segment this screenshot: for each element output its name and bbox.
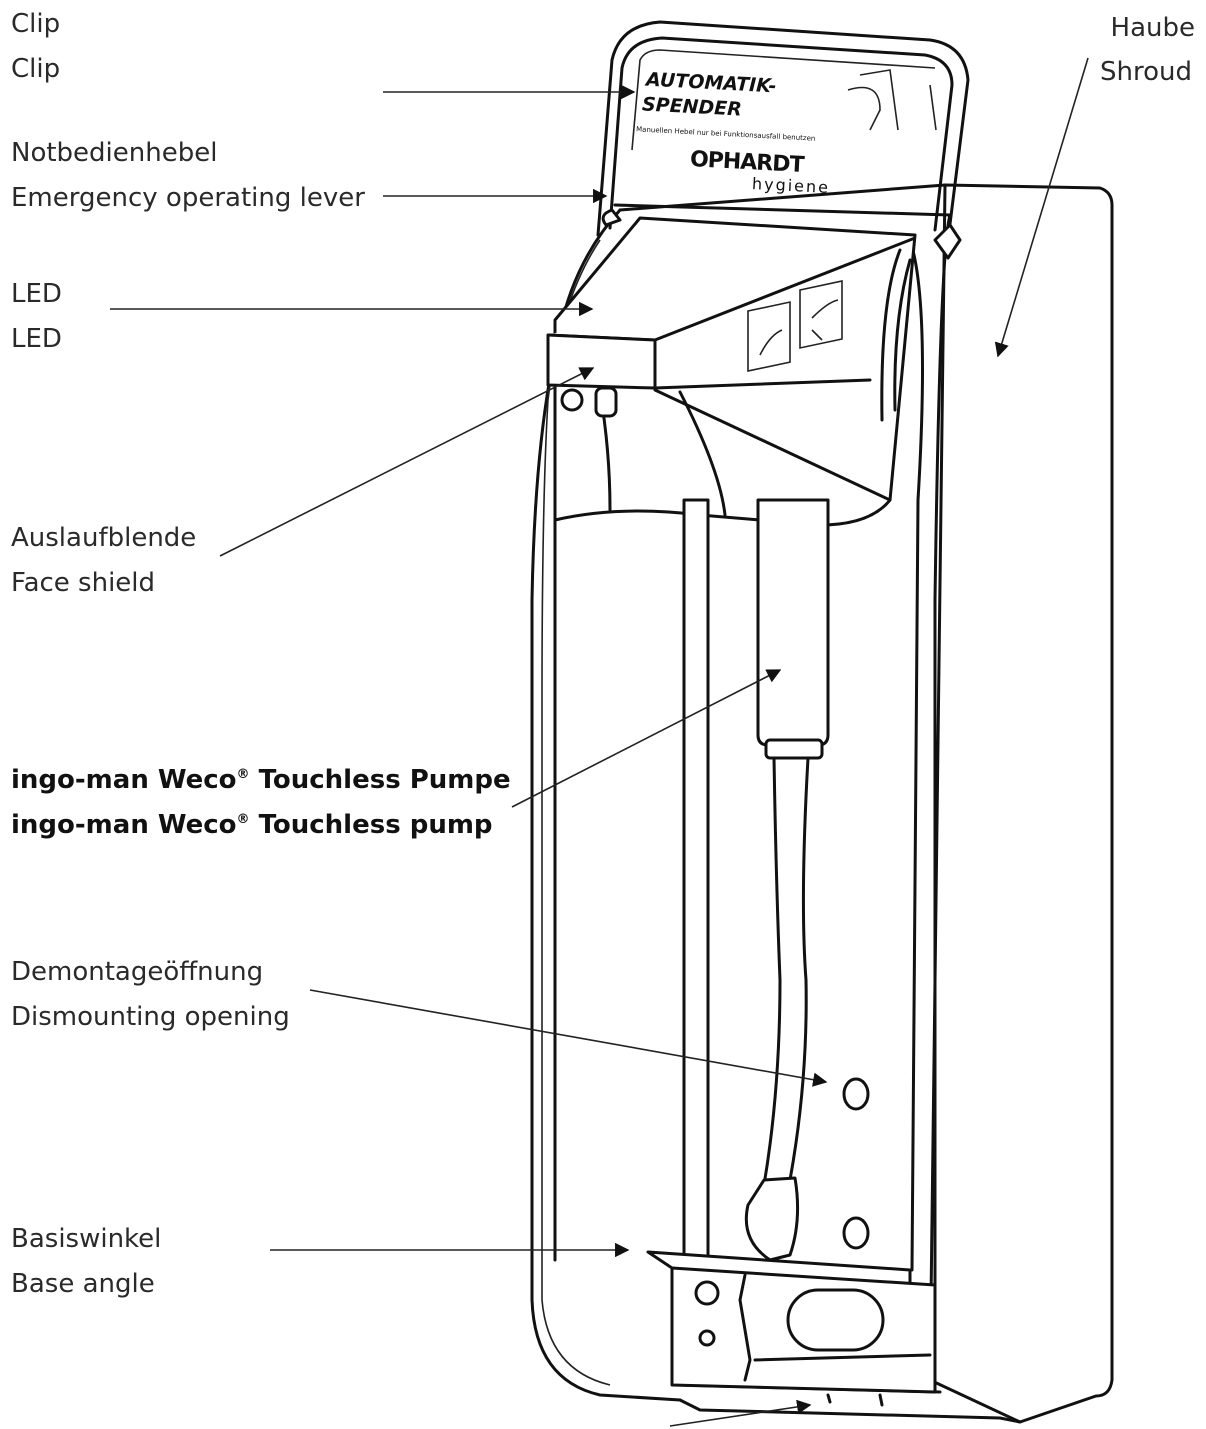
label-clip-en: Clip bbox=[11, 54, 61, 84]
side-rails bbox=[880, 248, 912, 422]
label-pump-de: ingo-man Weco® Touchless Pumpe bbox=[11, 752, 511, 803]
base-angle bbox=[646, 1250, 937, 1407]
pump-en-suffix: Touchless pump bbox=[249, 810, 493, 840]
label-led-de: LED bbox=[11, 279, 62, 309]
sensor-housing bbox=[546, 216, 917, 527]
sticker-brand-sub: hygiene bbox=[751, 173, 831, 198]
label-shroud-de: Haube bbox=[1110, 13, 1195, 43]
clip-handle bbox=[596, 20, 970, 260]
label-shroud-en: Shroud bbox=[1100, 57, 1192, 87]
arrow-pump bbox=[511, 669, 782, 808]
label-base-de: Basiswinkel bbox=[11, 1224, 162, 1254]
label-pump-en: ingo-man Weco® Touchless pump bbox=[11, 797, 493, 848]
inner-frame bbox=[553, 238, 924, 1272]
label-clip-de: Clip bbox=[11, 9, 61, 39]
arrow-bottom bbox=[669, 1399, 812, 1427]
label-base-en: Base angle bbox=[11, 1269, 155, 1299]
pump-de-suffix: Touchless Pumpe bbox=[249, 765, 511, 795]
pump-en-prefix: ingo-man Weco bbox=[11, 810, 237, 840]
arrow-dismount bbox=[309, 989, 828, 1087]
label-led-en: LED bbox=[11, 324, 62, 354]
shroud-body bbox=[613, 183, 1114, 1424]
label-lever-de: Notbedienhebel bbox=[11, 138, 218, 168]
pump bbox=[682, 498, 830, 1282]
arrow-shroud bbox=[994, 57, 1089, 358]
pump-de-reg: ® bbox=[236, 767, 250, 782]
arrow-face-shield bbox=[219, 367, 595, 557]
label-face-shield-de: Auslaufblende bbox=[11, 523, 197, 553]
pump-de-prefix: ingo-man Weco bbox=[11, 765, 237, 795]
leader-lines bbox=[110, 57, 1089, 1427]
label-dismount-de: Demontageöffnung bbox=[11, 957, 264, 987]
sticker-panel bbox=[631, 49, 937, 151]
label-face-shield-en: Face shield bbox=[11, 568, 156, 598]
label-lever-en: Emergency operating lever bbox=[11, 183, 365, 213]
pump-en-reg: ® bbox=[236, 812, 250, 827]
label-dismount-en: Dismounting opening bbox=[11, 1002, 290, 1032]
dismount-holes bbox=[842, 1077, 870, 1250]
